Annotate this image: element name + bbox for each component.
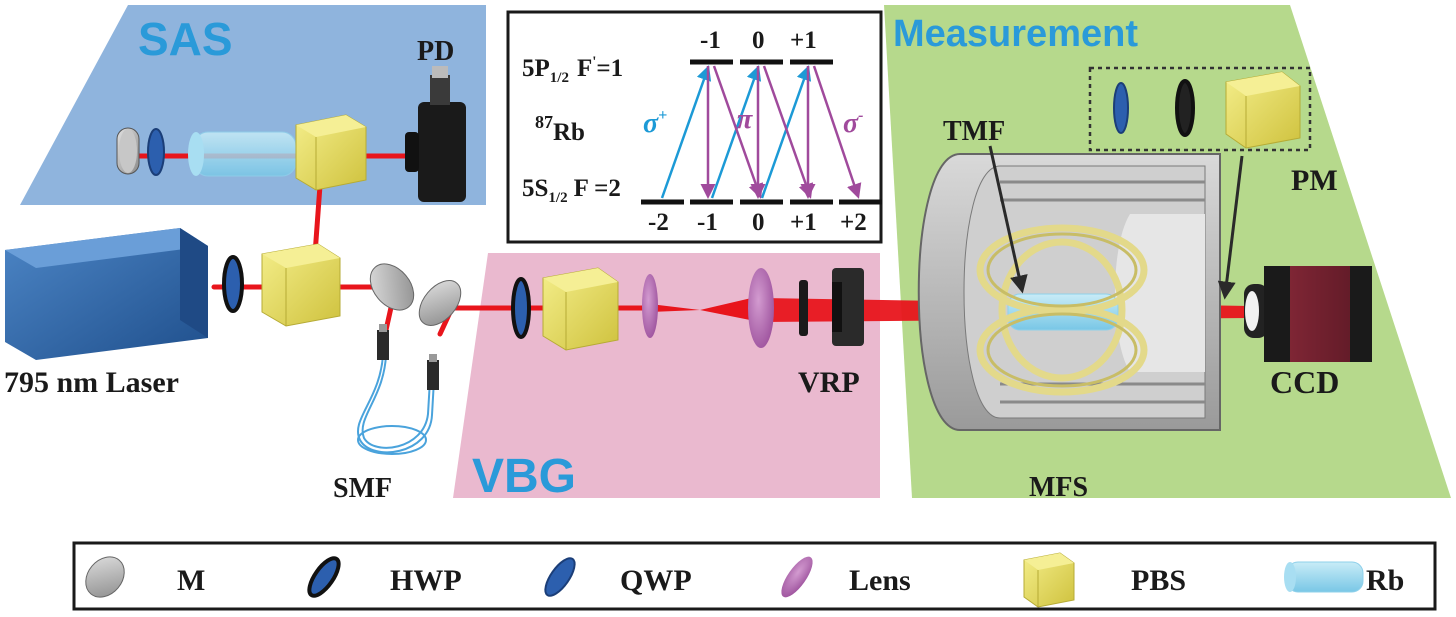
ccd-camera [1244, 266, 1372, 362]
pbs-pm [1225, 71, 1301, 149]
legend-label: QWP [620, 564, 692, 597]
legend-label: Lens [849, 564, 911, 597]
smf-label: SMF [333, 473, 392, 504]
upper-level-label: -1 [700, 27, 721, 54]
sas-title: SAS [138, 13, 233, 65]
mfs-label: MFS [1029, 472, 1088, 503]
legend: M HWP QWP Lens PBS Rb [72, 541, 1437, 611]
pbs-sas [295, 114, 367, 191]
hwp-laser [222, 255, 244, 313]
mirror-sas [116, 127, 140, 175]
three-axis-coil [976, 224, 1148, 396]
legend-hwp-icon [307, 556, 341, 598]
legend-label: Rb [1366, 564, 1404, 597]
vrp-label: VRP [798, 366, 860, 399]
hwp-pm [1175, 79, 1195, 137]
ccd-label: CCD [1270, 364, 1339, 400]
hwp-vbg [511, 277, 531, 339]
fiber-connector-2 [427, 354, 439, 390]
vrp-element [799, 268, 864, 346]
sigma-plus-transitions [660, 65, 812, 199]
pi-label: π [737, 104, 753, 135]
tmf-label: TMF [943, 116, 1005, 147]
lens-1 [642, 274, 658, 338]
upper-level-label: +1 [790, 27, 817, 54]
pbs-laser [261, 243, 341, 327]
pm-pointer [1217, 155, 1244, 300]
photodiode [405, 66, 466, 202]
legend-pbs-icon [1023, 552, 1075, 608]
upper-level-label: 0 [752, 27, 765, 54]
lower-level-label: +2 [840, 209, 867, 236]
pi-transitions [700, 66, 816, 199]
tmf-pointer [988, 145, 1028, 294]
pm-dashed-box [1088, 66, 1312, 152]
mirror-1 [369, 263, 415, 311]
mirror-2 [418, 280, 462, 326]
lower-level-label: -1 [697, 209, 718, 236]
fiber-connector-1 [377, 324, 389, 360]
sigma-minus-transitions [712, 65, 862, 199]
rb-cell-sas [188, 131, 297, 177]
legend-lens-icon [781, 556, 813, 598]
qwp-sas [147, 128, 165, 176]
focused-beam [650, 296, 760, 322]
sigma-minus-label: σ- [843, 107, 863, 139]
sigma-plus-label: σ+ [643, 107, 667, 139]
laser-label: 795 nm Laser [4, 366, 179, 399]
lower-level-label: +1 [790, 209, 817, 236]
legend-label: M [177, 564, 205, 597]
qwp-pm [1113, 82, 1129, 134]
single-mode-fiber [357, 354, 435, 455]
vbg-title: VBG [472, 450, 576, 503]
legend-label: HWP [390, 564, 462, 597]
legend-qwp-icon [544, 557, 576, 597]
pm-label: PM [1291, 164, 1338, 197]
laser-source [5, 228, 208, 360]
legend-label: PBS [1131, 564, 1186, 597]
lower-level-label: 0 [752, 209, 765, 236]
pbs-vbg [542, 267, 619, 351]
lens-2 [748, 268, 774, 348]
legend-rb-cell-icon [1284, 561, 1364, 593]
lower-level-label: -2 [648, 209, 669, 236]
measurement-title: Measurement [893, 13, 1138, 55]
pd-label: PD [417, 36, 454, 67]
legend-mirror-icon [85, 556, 125, 598]
isotope-label: 87Rb [535, 112, 585, 146]
